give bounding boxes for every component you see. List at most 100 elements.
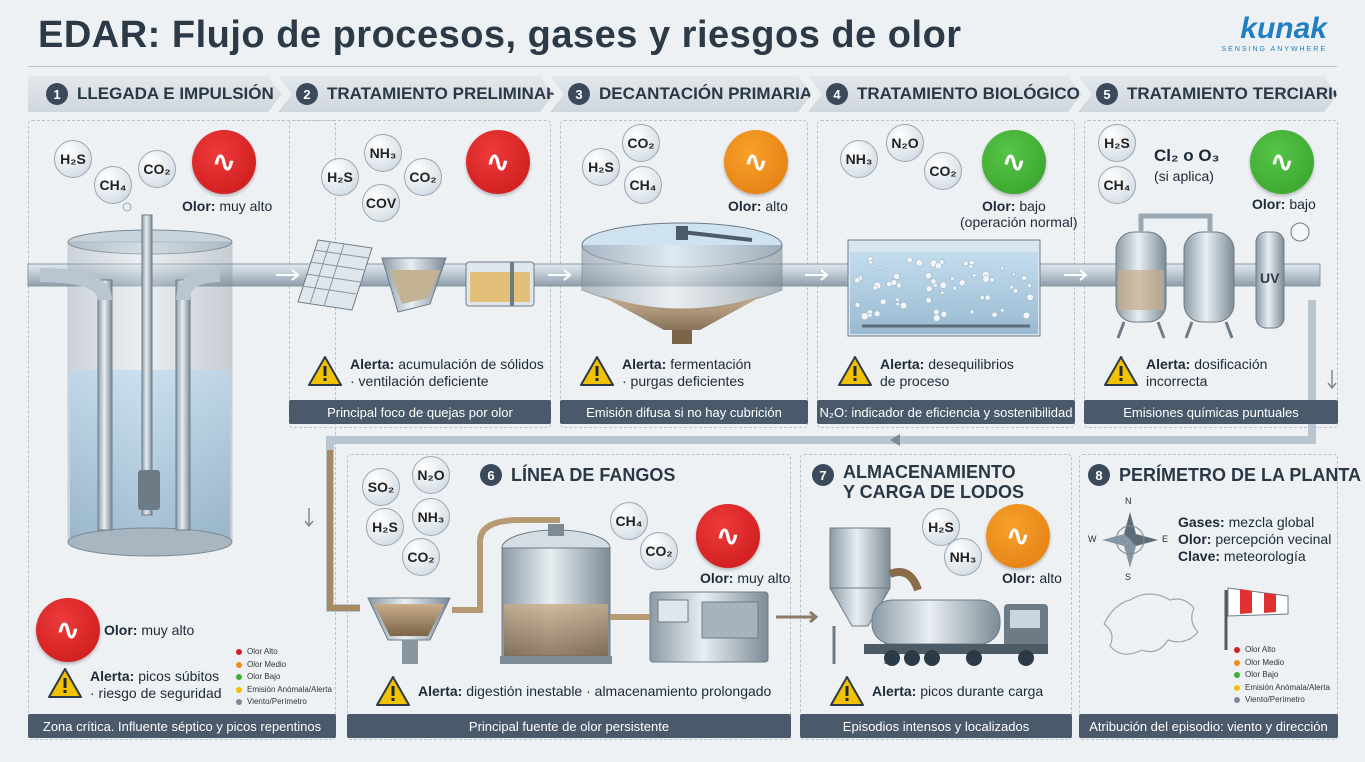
odor-waves-icon: ∿ — [986, 504, 1050, 568]
legend-item: Olor Bajo — [236, 671, 332, 684]
legend-item: Olor Medio — [236, 659, 332, 672]
step-6-header: 6 LÍNEA DE FANGOS — [480, 464, 675, 486]
legend-label: Olor Bajo — [247, 672, 281, 681]
legend-swatch — [1234, 672, 1240, 679]
gas-bubble-co2: CO₂ — [138, 150, 176, 188]
title-divider — [28, 66, 1337, 67]
air-bubble — [932, 314, 941, 322]
step-label: LÍNEA DE FANGOS — [511, 464, 676, 485]
legend-item: Emisión Anómala/Alerta — [1234, 682, 1330, 695]
uv-label: UV — [1260, 270, 1280, 286]
odor-waves-icon: ∿ — [466, 130, 530, 194]
gas-bubble-co2: CO₂ — [402, 538, 440, 576]
legend-label: Olor Medio — [1245, 657, 1285, 667]
legend-item: Olor Alto — [236, 646, 332, 659]
air-bubble — [930, 278, 937, 285]
air-bubble — [939, 259, 945, 265]
compass-e: E — [1162, 534, 1169, 544]
sludge-equipment — [367, 517, 769, 664]
air-bubble — [915, 259, 923, 267]
legend-label: Olor Alto — [247, 647, 278, 656]
gas-bubble-h2s: H₂S — [1098, 124, 1136, 162]
air-bubble — [895, 297, 900, 302]
air-bubble — [972, 273, 977, 278]
gas-bubble-n2o: N₂O — [412, 456, 450, 494]
step-number: 3 — [568, 83, 590, 105]
warning-icon — [830, 676, 864, 706]
step-number: 1 — [46, 83, 68, 105]
odor-level: Olor: bajo — [982, 198, 1046, 214]
air-bubble — [982, 275, 990, 283]
air-bubble — [1022, 311, 1031, 320]
step-3-header: 3 DECANTACIÓN PRIMARIA — [550, 76, 812, 112]
step-number: 2 — [296, 83, 318, 105]
odor-waves-icon: ∿ — [1250, 130, 1314, 194]
gas-bubble-nh3: NH₃ — [364, 134, 402, 172]
gas-bubble-co2: CO₂ — [622, 124, 660, 162]
air-bubble — [963, 260, 969, 267]
alert-stage-1: Alerta: picos súbitos· riesgo de segurid… — [48, 668, 222, 702]
gas-bubble-co2: CO₂ — [924, 152, 962, 190]
air-bubble — [940, 310, 948, 318]
legend-label: Olor Alto — [1245, 645, 1276, 654]
legend-label: Emisión Anómala/Alerta — [1245, 682, 1330, 692]
gas-bubble-ch4: CH₄ — [94, 166, 132, 204]
gas-bubble-ch4: CH₄ — [1098, 166, 1136, 204]
legend-item: Olor Medio — [1234, 657, 1330, 670]
odor-level: Olor: muy alto — [700, 570, 791, 586]
odor-waves-icon: ∿ — [982, 130, 1046, 194]
air-bubble — [989, 277, 995, 283]
gas-bubble-h2s: H₂S — [54, 140, 92, 178]
gas-bubble-ch4: CH₄ — [610, 502, 648, 540]
air-bubble — [924, 272, 932, 280]
air-bubble — [950, 276, 955, 281]
compass-n: N — [1125, 496, 1132, 506]
gas-bubble-nh3: NH₃ — [944, 538, 982, 576]
alert-stage-6: Alerta: digestión inestable · almacenami… — [376, 676, 771, 706]
gas-bubble-h2s: H₂S — [922, 508, 960, 546]
legend-label: Olor Medio — [247, 659, 287, 669]
step-label: TRATAMIENTO BIOLÓGICO — [857, 84, 1080, 103]
legend-item: Viento/Perímetro — [1234, 694, 1330, 707]
step-number: 8 — [1088, 464, 1110, 486]
legend-swatch — [236, 674, 242, 681]
air-bubble — [1021, 275, 1027, 281]
air-bubble — [935, 262, 943, 270]
odor-waves-icon: ∿ — [696, 504, 760, 568]
air-bubble — [984, 294, 991, 301]
air-bubble — [895, 301, 900, 307]
air-bubble — [1000, 266, 1005, 271]
stage-8-summary-bar: Atribución del episodio: viento y direcc… — [1079, 714, 1338, 738]
page-title: EDAR: Flujo de procesos, gases y riesgos… — [38, 14, 962, 56]
alert-stage-2: Alerta: acumulación de sólidos· ventilac… — [308, 356, 544, 390]
legend-swatch — [236, 649, 242, 656]
legend-swatch — [1234, 659, 1240, 666]
odor-note: (operación normal) — [960, 214, 1078, 230]
warning-icon — [580, 356, 614, 386]
air-bubble — [868, 260, 873, 265]
legend-item: Olor Bajo — [1234, 669, 1330, 682]
gas-bubble-nh3: NH₃ — [412, 498, 450, 536]
odor-level: Olor: alto — [728, 198, 788, 214]
warning-icon — [1104, 356, 1138, 386]
air-bubble — [854, 302, 861, 308]
stage-3-summary-bar: Emisión difusa si no hay cubrición — [560, 400, 808, 424]
gas-bubble-h2s: H₂S — [366, 508, 404, 546]
warning-icon — [308, 356, 342, 386]
warning-icon — [48, 668, 82, 698]
step-4-header: 4 TRATAMIENTO BIOLÓGICO — [808, 76, 1082, 112]
panel-fangos — [347, 454, 791, 740]
perimeter-info: Gases: mezcla global Olor: percepción ve… — [1178, 514, 1332, 564]
air-bubble — [952, 286, 957, 291]
step-2-header: 2 TRATAMIENTO PRELIMINAR — [278, 76, 554, 112]
air-bubble — [940, 290, 945, 295]
air-bubble — [1026, 293, 1034, 302]
air-bubble — [879, 298, 887, 306]
stage-1-summary-bar: Zona crítica. Influente séptico y picos … — [28, 714, 336, 738]
gas-bubble-co2: CO₂ — [640, 532, 678, 570]
